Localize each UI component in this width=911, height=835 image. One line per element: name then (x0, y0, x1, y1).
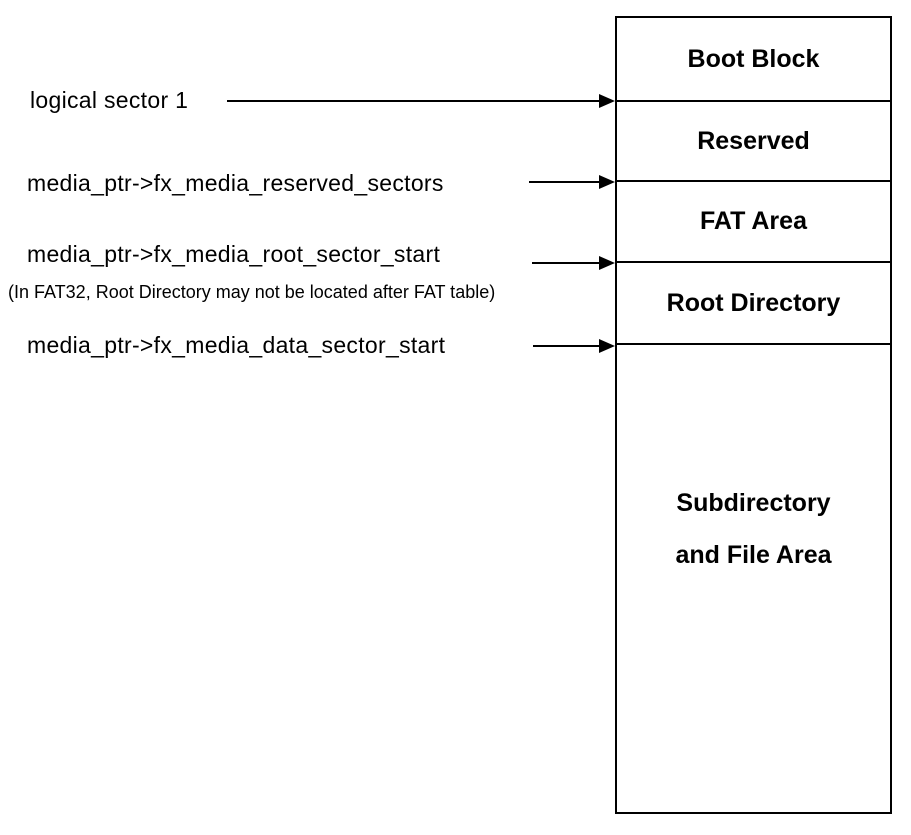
media-layout-box: Boot Block Reserved FAT Area Root Direct… (615, 16, 892, 814)
section-label-line-1: Subdirectory (676, 489, 831, 517)
arrowhead-icon (599, 175, 615, 189)
section-reserved: Reserved (617, 102, 890, 182)
section-label: FAT Area (700, 207, 807, 235)
section-label-line-2: and File Area (675, 541, 832, 569)
section-root-directory: Root Directory (617, 263, 890, 345)
arrow-line-data-sector-start (533, 345, 599, 347)
arrowhead-icon (599, 94, 615, 108)
label-reserved-sectors: media_ptr->fx_media_reserved_sectors (27, 170, 444, 196)
arrowhead-icon (599, 339, 615, 353)
arrow-line-logical-sector-1 (227, 100, 599, 102)
arrow-line-reserved-sectors (529, 181, 599, 183)
section-label: Root Directory (666, 288, 841, 317)
label-root-sector-start: media_ptr->fx_media_root_sector_start (27, 241, 441, 267)
section-label: Reserved (697, 126, 810, 155)
arrowhead-icon (599, 256, 615, 270)
section-fat-area: FAT Area (617, 182, 890, 263)
arrow-line-root-sector-start (532, 262, 599, 264)
section-boot-block: Boot Block (617, 18, 890, 102)
section-subdirectory-file-area: Subdirectory and File Area (617, 345, 890, 812)
label-data-sector-start: media_ptr->fx_media_data_sector_start (27, 332, 446, 358)
note-fat32-root-directory: (In FAT32, Root Directory may not be loc… (8, 282, 496, 302)
section-label: Boot Block (687, 44, 820, 73)
label-logical-sector-1: logical sector 1 (30, 87, 189, 113)
